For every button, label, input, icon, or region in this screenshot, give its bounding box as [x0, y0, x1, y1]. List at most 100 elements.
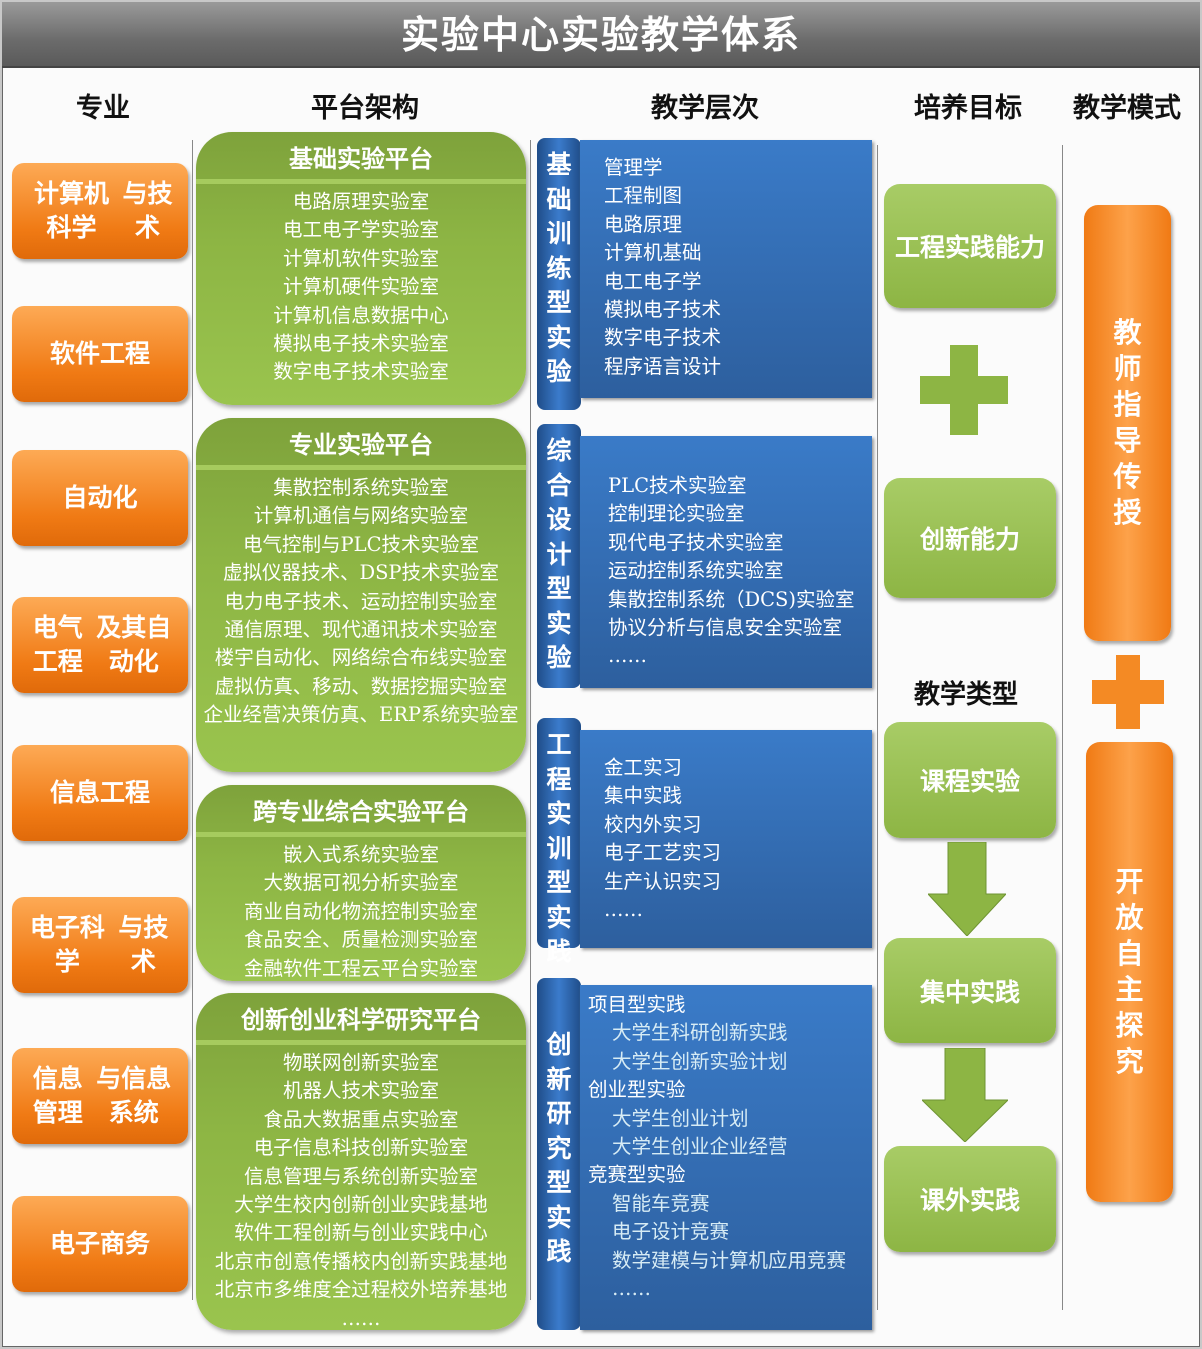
level-label-char: 基 — [546, 150, 572, 179]
level-item: 电子设计竞赛 — [612, 1220, 730, 1244]
platform-item: 食品大数据重点实验室 — [263, 1107, 459, 1131]
level-label-char: 工 — [546, 730, 572, 759]
platform-item: 计算机硬件实验室 — [282, 275, 439, 299]
level-item: 集中实践 — [604, 784, 683, 808]
mode-char: 开 — [1115, 865, 1144, 898]
platform-item: 虚拟仿真、移动、数据挖掘实验室 — [214, 674, 508, 698]
platform-item: 计算机信息数据中心 — [273, 303, 449, 327]
level-content: 管理学工程制图电路原理计算机基础电工电子学模拟电子技术数字电子技术程序语言设计 — [580, 140, 872, 398]
level-label-char: 实 — [546, 1202, 572, 1232]
level-label-char: 综 — [546, 436, 572, 465]
mode-char: 指 — [1113, 388, 1142, 421]
level-label-char: 研 — [546, 1099, 572, 1128]
level-item: 电路原理 — [604, 212, 683, 236]
level-content: 金工实习集中实践校内外实习电子工艺实习生产认识实习…… — [580, 730, 872, 948]
level-content: PLC技术实验室控制理论实验室现代电子技术实验室运动控制系统实验室集散控制系统（… — [580, 436, 872, 688]
level-item: 集散控制系统（DCS)实验室 — [608, 587, 855, 611]
platform-item: 企业经营决策仿真、ERP系统实验室 — [203, 703, 519, 727]
plus-icon — [920, 345, 1008, 435]
level-ellipsis: …… — [612, 1277, 651, 1301]
platform-title: 基础实验平台 — [196, 132, 526, 184]
mode-char: 自 — [1115, 937, 1144, 970]
platform-box: 跨专业综合实验平台嵌入式系统实验室大数据可视分析实验室商业自动化物流控制实验室食… — [196, 785, 526, 981]
level-item: …… — [604, 898, 643, 922]
level-label-char: 践 — [546, 937, 572, 966]
mode-char: 放 — [1115, 901, 1144, 934]
level-item: 大学生创业企业经营 — [612, 1135, 788, 1159]
type-concentrated-practice: 集中实践 — [884, 938, 1056, 1043]
plus-icon — [1092, 655, 1164, 729]
level-label-char: 究 — [546, 1133, 572, 1163]
teaching-type-label: 教学类型 — [913, 680, 1019, 710]
level-content: 项目型实践大学生科研创新实践大学生创新实验计划创业型实验大学生创业计划大学生创业… — [580, 985, 872, 1330]
platform-box: 创新创业科学研究平台物联网创新实验室机器人技术实验室食品大数据重点实验室电子信息… — [196, 993, 526, 1330]
mode-char: 究 — [1115, 1045, 1144, 1078]
platform-item: 北京市多维度全过程校外培养基地 — [214, 1278, 508, 1302]
platform-item: 大学生校内创新创业实践基地 — [234, 1193, 488, 1217]
header-platform: 平台架构 — [311, 93, 419, 124]
platform-title: 专业实验平台 — [196, 418, 526, 470]
level-label-char: 型 — [546, 868, 572, 897]
platform-title: 跨专业综合实验平台 — [196, 785, 526, 837]
platform-item: 北京市创意传播校内创新实践基地 — [214, 1249, 508, 1273]
page-title: 实验中心实验教学体系 — [2, 2, 1200, 68]
divider — [1062, 145, 1063, 1310]
platform-box: 专业实验平台集散控制系统实验室计算机通信与网络实验室电气控制与PLC技术实验室虚… — [196, 418, 526, 772]
divider — [530, 140, 531, 1300]
platform-item: 计算机通信与网络实验室 — [253, 504, 469, 528]
platform-item: 楼宇自动化、网络综合布线实验室 — [214, 646, 508, 670]
level-label-char: 型 — [546, 1168, 572, 1197]
type-course-experiment: 课程实验 — [884, 722, 1056, 838]
level-group-title: 项目型实践 — [588, 993, 686, 1016]
level-label-char: 型 — [546, 574, 572, 603]
level-item: 电工电子学 — [604, 269, 702, 293]
level-item: 电子工艺实习 — [604, 841, 722, 865]
level-item: 大学生创新实验计划 — [612, 1049, 788, 1073]
level-item: 工程制图 — [604, 184, 683, 208]
level-group-title: 创业型实验 — [588, 1078, 686, 1102]
arrow-down-icon — [928, 842, 1006, 936]
platform-item: 电工电子学实验室 — [282, 218, 439, 242]
type-extracurricular-practice: 课外实践 — [884, 1146, 1056, 1252]
level-item: 运动控制系统实验室 — [608, 559, 784, 583]
level-item: 校内外实习 — [604, 812, 702, 836]
header-major: 专业 — [76, 93, 130, 124]
platform-item: 食品安全、质量检测实验室 — [243, 928, 478, 952]
mode-char: 传 — [1113, 460, 1142, 493]
platform-item: 电气控制与PLC技术实验室 — [243, 532, 479, 556]
platform-item: 模拟电子技术实验室 — [273, 332, 449, 356]
mode-char: 探 — [1115, 1009, 1144, 1042]
arrow-down-icon — [922, 1048, 1008, 1142]
major-box: 电子科学与技术 — [12, 897, 188, 993]
goal-innovation: 创新能力 — [884, 478, 1056, 598]
level-label-char: 训 — [546, 219, 572, 248]
level-item: …… — [608, 644, 647, 668]
platform-item: 计算机软件实验室 — [282, 246, 439, 270]
level-label-char: 练 — [546, 253, 572, 283]
mode-char: 师 — [1113, 352, 1142, 385]
level-label-strip: 创新研究型实践 — [537, 978, 581, 1330]
level-item: 生产认识实习 — [604, 869, 722, 893]
platform-item: 通信原理、现代通讯技术实验室 — [224, 618, 498, 642]
major-box: 信息管理与信息系统 — [12, 1048, 188, 1144]
platform-item: 物联网创新实验室 — [282, 1051, 439, 1074]
header-level: 教学层次 — [651, 93, 759, 124]
level-label-char: 础 — [546, 184, 572, 214]
level-label-char: 创 — [546, 1030, 572, 1059]
level-item: 大学生创业计划 — [612, 1106, 749, 1130]
level-label-char: 程 — [546, 764, 572, 794]
level-item: 控制理论实验室 — [608, 502, 745, 526]
level-label-strip: 综合设计型实验 — [537, 424, 581, 688]
major-box: 自动化 — [12, 450, 188, 546]
platform-item: 大数据可视分析实验室 — [263, 871, 459, 895]
platform-list: 嵌入式系统实验室大数据可视分析实验室商业自动化物流控制实验室食品安全、质量检测实… — [196, 841, 526, 981]
mode-char: 主 — [1115, 973, 1144, 1006]
level-label-char: 实 — [546, 799, 572, 828]
divider — [192, 140, 193, 1300]
platform-item: 电子信息科技创新实验室 — [253, 1136, 469, 1160]
platform-list: 电路原理实验室电工电子学实验室计算机软件实验室计算机硬件实验室计算机信息数据中心… — [196, 188, 526, 387]
platform-item: …… — [341, 1306, 381, 1330]
level-label-char: 实 — [546, 608, 572, 638]
level-label-char: 计 — [546, 539, 572, 569]
header-mode: 教学模式 — [1073, 93, 1181, 124]
